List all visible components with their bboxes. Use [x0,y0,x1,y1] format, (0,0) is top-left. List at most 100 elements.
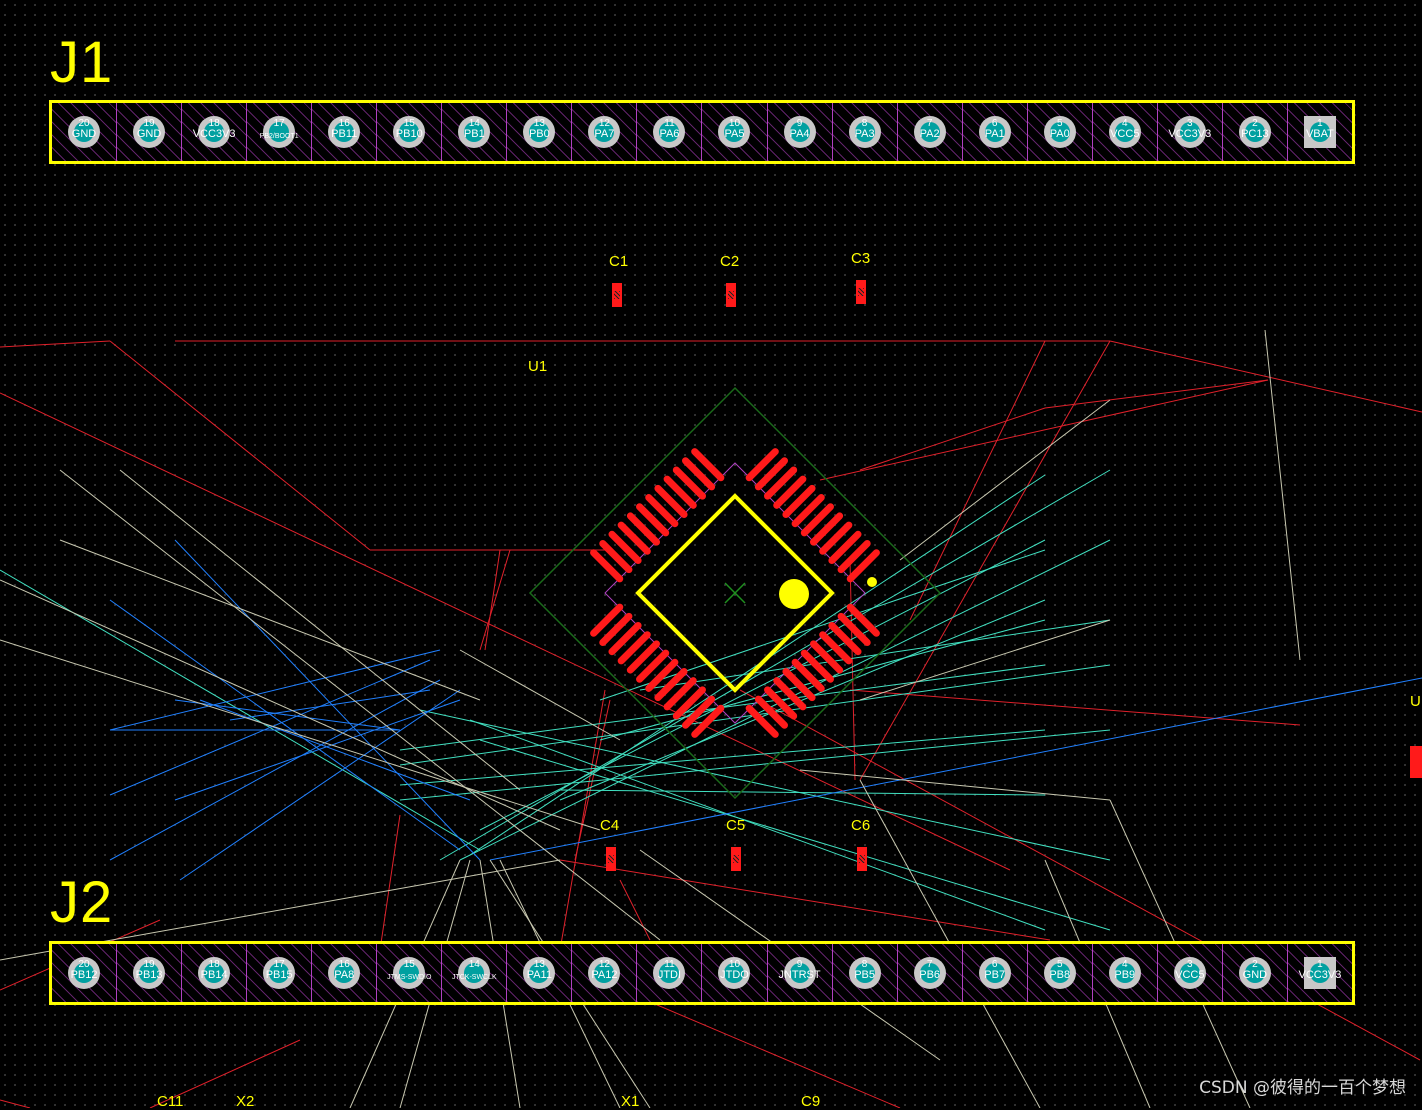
u1-pad[interactable] [790,493,826,529]
pad[interactable] [68,957,101,989]
u1-pad[interactable] [763,685,799,721]
u1-pad[interactable] [836,539,872,575]
u1-pad[interactable] [598,611,634,647]
u1-pad[interactable] [644,657,680,693]
u1-pad[interactable] [653,667,689,703]
u1-pad[interactable] [616,520,652,556]
u1-pad[interactable] [845,548,881,584]
pad[interactable] [1043,957,1076,989]
u1-pad[interactable] [662,676,698,712]
u1-pad[interactable] [607,621,643,657]
u1-pad[interactable] [772,474,808,510]
u1-pad[interactable] [690,447,726,483]
u1-pad[interactable] [781,483,817,519]
u1-pad[interactable] [763,465,799,501]
u1-pad[interactable] [818,520,854,556]
offscreen-component-pad[interactable] [1410,746,1422,778]
u1-pad[interactable] [818,630,854,666]
u1-pad[interactable] [681,456,717,492]
pad[interactable] [1238,116,1271,148]
pad[interactable] [393,957,426,989]
pad[interactable] [913,957,946,989]
c6-capacitor[interactable] [857,847,867,871]
u1-pad[interactable] [827,529,863,565]
pad[interactable] [783,957,816,989]
pad[interactable] [328,116,361,148]
c3-capacitor[interactable] [856,280,866,304]
pad[interactable] [653,116,686,148]
u1-pad[interactable] [781,667,817,703]
pad[interactable] [1303,116,1336,148]
pad[interactable] [263,957,296,989]
u1-pad[interactable] [644,493,680,529]
pad[interactable] [588,116,621,148]
pad[interactable] [1238,957,1271,989]
pad[interactable] [848,116,881,148]
u1-pad[interactable] [744,447,780,483]
pad[interactable] [133,116,166,148]
pad[interactable] [68,116,101,148]
u1-pad[interactable] [589,548,625,584]
u1-pad[interactable] [753,456,789,492]
u1-pad[interactable] [845,602,881,638]
u1-pad[interactable] [690,703,726,739]
pad[interactable] [978,957,1011,989]
pad[interactable] [458,116,491,148]
pad[interactable] [198,957,231,989]
u1-pad[interactable] [744,703,780,739]
c1-capacitor[interactable] [612,283,622,307]
c2-capacitor[interactable] [726,283,736,307]
u1-pad[interactable] [772,676,808,712]
pad[interactable] [978,116,1011,148]
u1-pad[interactable] [616,630,652,666]
u1-pad[interactable] [662,474,698,510]
c4-capacitor[interactable] [606,847,616,871]
u1-pad[interactable] [753,694,789,730]
pad[interactable] [1303,957,1336,989]
u1-pad[interactable] [799,648,835,684]
pad[interactable] [588,957,621,989]
u1-pad[interactable] [809,511,845,547]
pad[interactable] [263,116,296,148]
u1-pad[interactable] [598,539,634,575]
u1-pad[interactable] [827,621,863,657]
pad[interactable] [1173,116,1206,148]
u1-pad[interactable] [635,648,671,684]
u1-pad-group[interactable] [548,406,921,779]
u1-pad[interactable] [625,639,661,675]
pad[interactable] [718,116,751,148]
pad[interactable] [1043,116,1076,148]
pad[interactable] [1108,957,1141,989]
pad[interactable] [133,957,166,989]
